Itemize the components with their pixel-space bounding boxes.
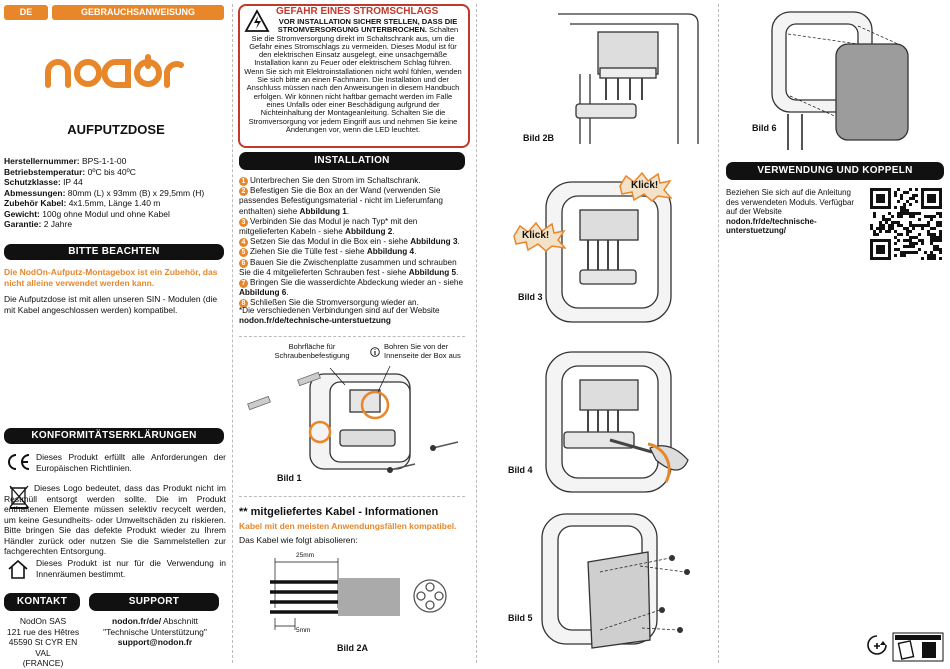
bild2b-illustration	[548, 4, 708, 154]
step-number-badge: 7	[239, 279, 248, 289]
support-email[interactable]: support@nodon.fr	[117, 637, 193, 647]
step-number-badge: 4	[239, 238, 248, 248]
bild1-label: Bild 1	[277, 473, 302, 483]
cable-text: Das Kabel wie folgt abisolieren:	[239, 535, 358, 545]
step-number-badge: 3	[239, 217, 248, 227]
nodon-logo	[44, 54, 184, 88]
usage-title: VERWENDUNG UND KOPPELN	[726, 162, 944, 180]
indoor-house-icon	[6, 558, 30, 580]
support-link[interactable]: nodon.fr/de/	[112, 616, 162, 626]
spec-row: Garantie: 2 Jahre	[4, 219, 73, 229]
weee-bin-icon	[8, 483, 30, 509]
header-title: GEBRAUCHSANWEISUNG	[52, 5, 224, 20]
step-number-badge: 8	[239, 299, 248, 309]
contact-title: KONTAKT	[4, 593, 80, 611]
header-lang: DE	[4, 5, 48, 20]
step-number-badge: 1	[239, 177, 248, 186]
contact-line: NodOn SAS	[19, 616, 67, 626]
notice-highlight: Die NodOn-Aufputz-Montagebox ist ein Zub…	[4, 267, 218, 288]
ce-text: Dieses Produkt erfüllt alle Anforderunge…	[36, 452, 226, 473]
contact-line: 121 rue des Hêtres	[6, 626, 80, 637]
notice-text: Die Aufputzdose ist mit allen unseren SI…	[4, 294, 218, 315]
bild6-illustration	[748, 4, 918, 152]
installation-title: INSTALLATION	[239, 152, 465, 170]
danger-title: GEFAHR EINES STROMSCHLAGS	[276, 6, 439, 17]
step-number-badge: 2	[239, 187, 248, 197]
spec-row: Herstellernummer: BPS-1-1-00	[4, 156, 127, 166]
danger-warning-icon	[244, 9, 270, 33]
bild6-label: Bild 6	[752, 123, 777, 133]
bild2a-label: Bild 2A	[337, 643, 369, 653]
triman-logo-icon	[892, 632, 944, 662]
cable-dim-5: 5mm	[296, 627, 311, 634]
cable-subtitle: Kabel mit den meisten Anwendungsfällen k…	[239, 521, 457, 531]
danger-box	[238, 4, 470, 148]
bild1-illustration	[240, 360, 468, 480]
qr-code-icon[interactable]	[870, 188, 942, 260]
bild5-label: Bild 5	[508, 613, 533, 623]
conformity-title: KONFORMITÄTSERKLÄRUNGEN	[4, 428, 224, 444]
contact-line: (FRANCE)	[22, 658, 64, 668]
cable-strip-diagram	[250, 548, 460, 640]
klick-right-label: Klick!	[631, 180, 659, 191]
ce-icon	[4, 453, 32, 471]
contact-line: 45590 St CYR EN VAL	[8, 637, 78, 658]
weee-text: Dieses Logo bedeutet, dass das Produkt n…	[4, 483, 226, 556]
spec-row: Abmessungen: 80mm (L) x 93mm (B) x 29,5m…	[4, 187, 205, 198]
installation-link[interactable]: nodon.fr/de/technische-unterstuetzung	[239, 316, 391, 326]
indoor-text: Dieses Produkt ist nur für die Verwendun…	[36, 558, 226, 579]
klick-burst-right	[618, 171, 673, 202]
bild1-callout-left: Bohrfläche für Schraubenbefestigung	[274, 342, 350, 360]
bild1-callout-right: Bohren Sie von der Innenseite der Box au…	[384, 342, 461, 360]
bild4-illustration	[540, 340, 700, 500]
usage-text: Beziehen Sie sich auf die Anleitung des …	[726, 188, 855, 236]
spec-row: Betriebstemperatur: 0ºC bis 40ºC	[4, 166, 136, 177]
bild5-illustration	[530, 510, 710, 655]
step-number-badge: 5	[239, 248, 248, 258]
installation-footnote: *Die verschiedenen Verbindungen sind auf…	[239, 306, 440, 326]
danger-text: VOR INSTALLATION SICHER STELLEN, DASS DI…	[244, 17, 462, 134]
spec-row: Gewicht: 100g ohne Modul und ohne Kabel	[4, 208, 170, 219]
cable-dim-25: 25mm	[296, 552, 315, 559]
bild2b-label: Bild 2B	[523, 133, 555, 143]
bild3-label: Bild 3	[518, 292, 543, 302]
support-info: nodon.fr/de/ Abschnitt "Technische Unter…	[103, 616, 207, 647]
step-number-badge: 6	[239, 258, 248, 268]
klick-burst-left	[512, 221, 567, 252]
support-title: SUPPORT	[89, 593, 219, 611]
klick-left-label: Klick!	[522, 230, 550, 241]
info-icon	[370, 344, 380, 357]
bild4-label: Bild 4	[508, 465, 533, 475]
usage-link[interactable]: nodon.fr/de/technische-unterstuetzung/	[726, 216, 817, 236]
product-title: AUFPUTZDOSE	[67, 122, 165, 137]
cable-title: ** mitgeliefertes Kabel - Informationen	[239, 506, 439, 518]
spec-row: Schutzklasse: IP 44	[4, 177, 83, 187]
notice-title: BITTE BEACHTEN	[4, 244, 224, 260]
spec-row: Zubehör Kabel: 4x1.5mm, Länge 1.40 m	[4, 198, 161, 208]
recycling-sort-icon	[866, 634, 888, 658]
bild3-illustration	[540, 170, 680, 340]
